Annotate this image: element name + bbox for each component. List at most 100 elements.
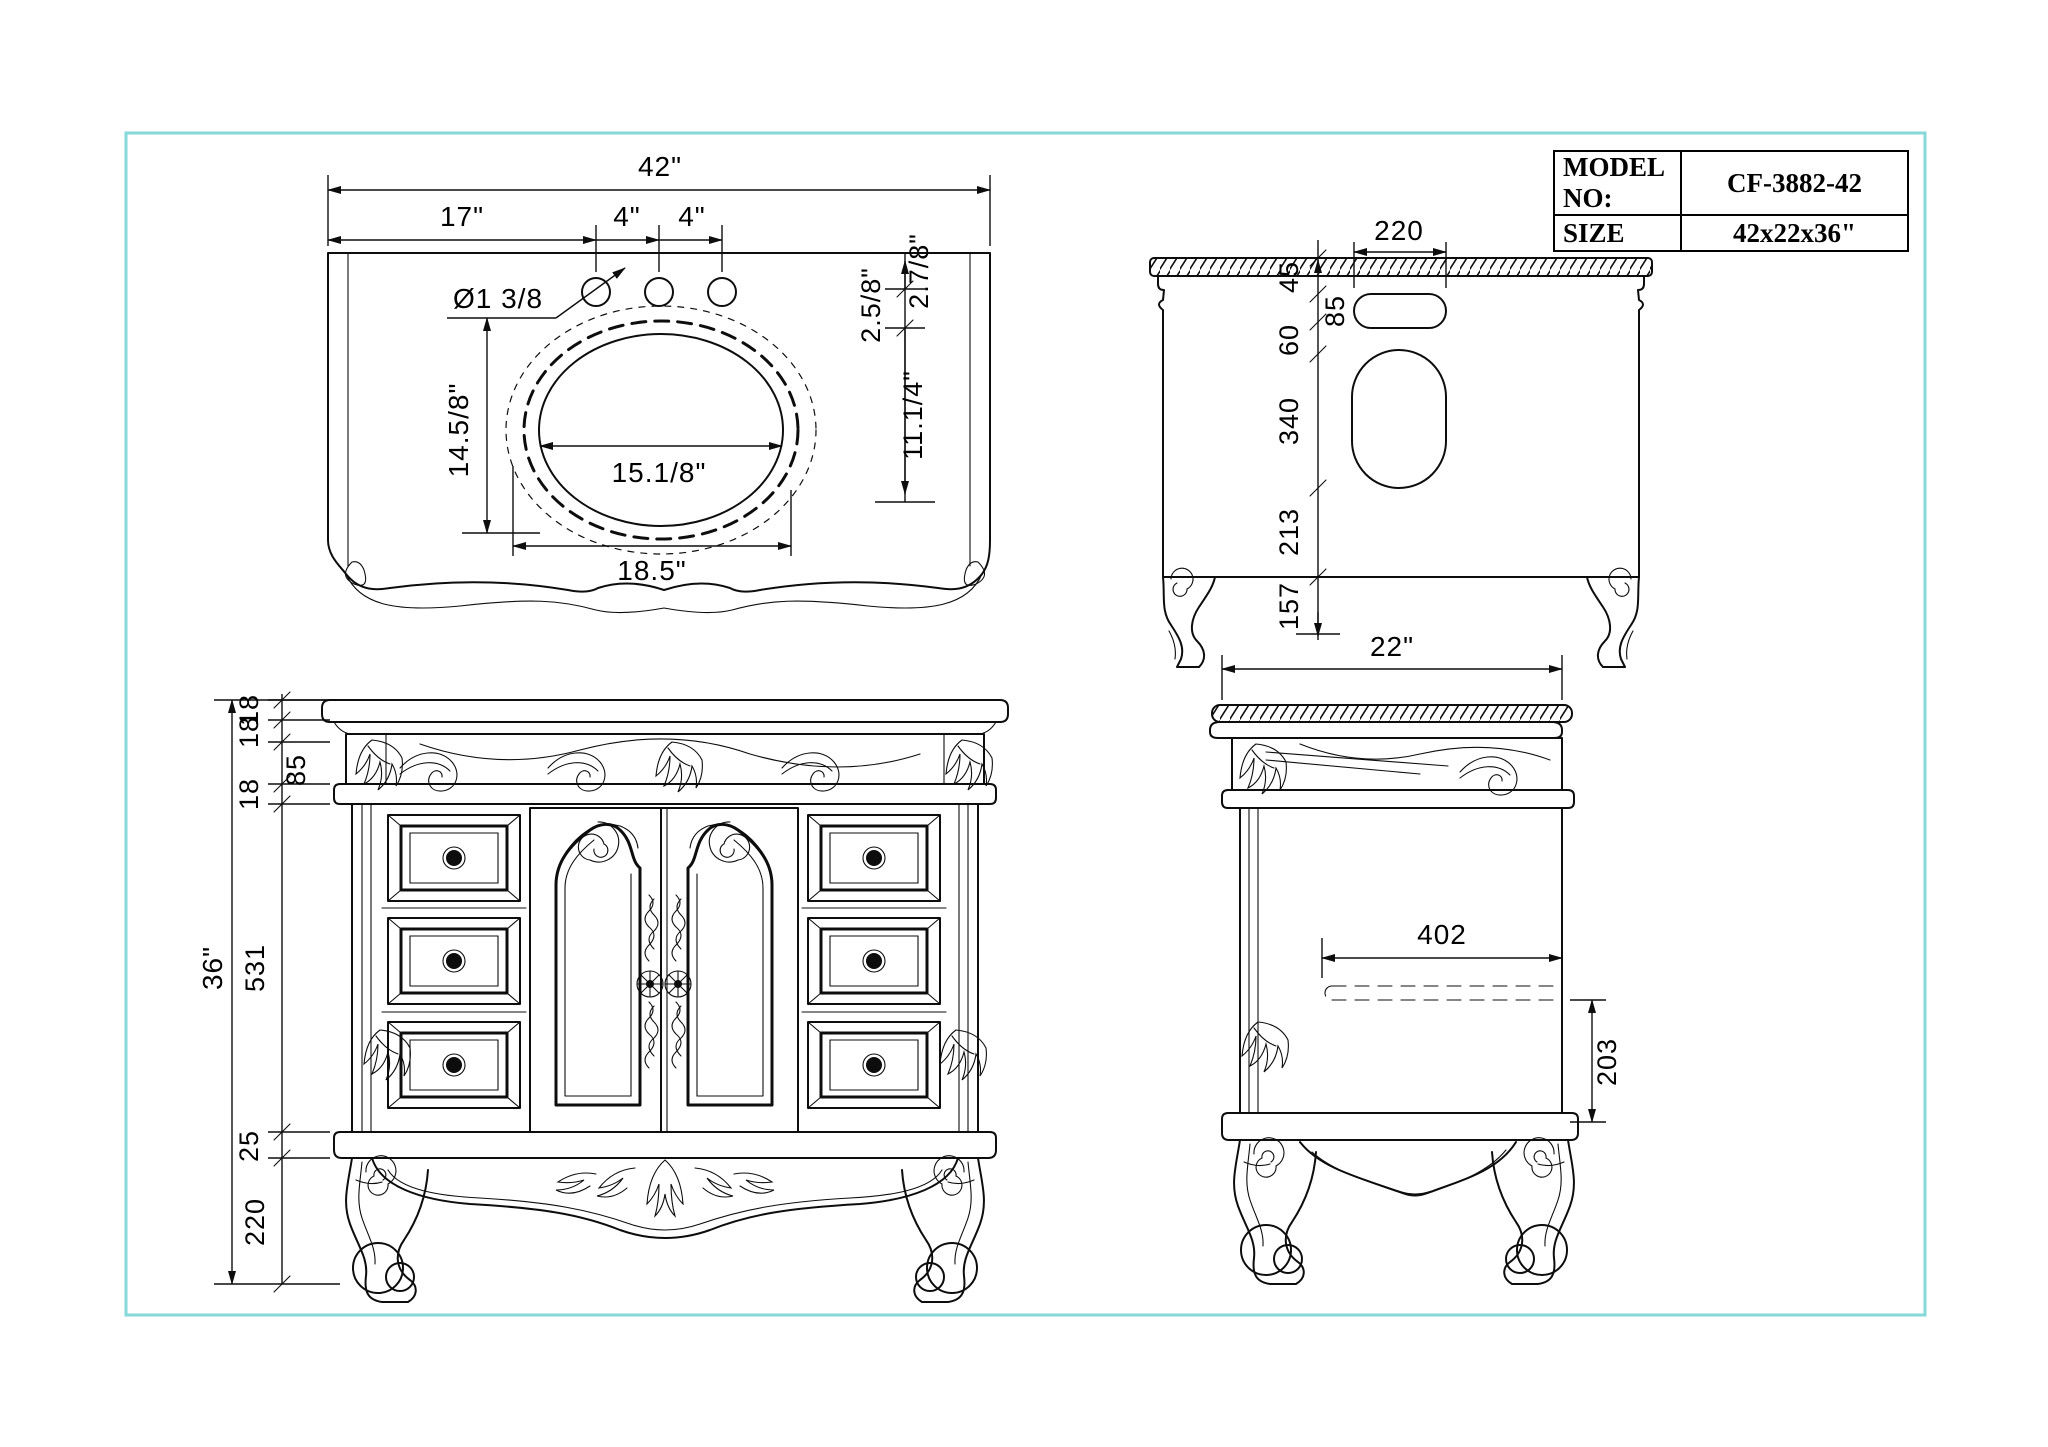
plan-right-chain: 2.7/8" 2.5/8" 11.1/4" bbox=[856, 233, 968, 502]
svg-text:85: 85 bbox=[281, 754, 311, 786]
dim-hole-diameter: Ø1 3/8 bbox=[453, 283, 543, 314]
frieze-corner-leaf-left bbox=[355, 739, 403, 791]
svg-text:42": 42" bbox=[638, 151, 682, 182]
cornice-ogee bbox=[334, 722, 996, 734]
plumbing-cutout bbox=[1352, 350, 1446, 488]
base-strip bbox=[334, 1132, 996, 1158]
side-base-strip bbox=[1222, 1113, 1578, 1140]
svg-text:36": 36" bbox=[197, 946, 228, 990]
countertop-front-edge bbox=[346, 574, 982, 613]
frieze-corner-leaf-right bbox=[945, 739, 993, 791]
side-view: 22" 402 203 bbox=[1210, 631, 1622, 1285]
back-view: 220 45 85 60 340 213 157 bbox=[1150, 215, 1652, 668]
door-filigree-right bbox=[671, 894, 686, 962]
door-rosette-left bbox=[636, 970, 664, 998]
svg-text:402: 402 bbox=[1417, 919, 1467, 950]
corner-acanthus-right bbox=[939, 1029, 987, 1081]
size-value: 42x22x36" bbox=[1680, 214, 1907, 250]
sink-cutout-dashed bbox=[506, 306, 816, 554]
drawer-right-2 bbox=[806, 916, 942, 1006]
dim-14-5-8: 14.5/8" bbox=[443, 317, 540, 534]
svg-text:17": 17" bbox=[440, 201, 484, 232]
dim-18-5: 18.5" bbox=[512, 466, 792, 586]
model-no-value: CF-3882-42 bbox=[1680, 152, 1907, 214]
side-leg-front bbox=[1233, 1136, 1317, 1285]
svg-text:340: 340 bbox=[1274, 397, 1304, 445]
svg-text:45: 45 bbox=[1274, 261, 1304, 293]
dim-17-4-4: 17" 4" 4" bbox=[327, 201, 723, 272]
svg-text:220: 220 bbox=[240, 1198, 270, 1246]
back-cabinet-outline bbox=[1158, 276, 1644, 577]
counter-section-hatched bbox=[1150, 258, 1652, 276]
svg-text:14.5/8": 14.5/8" bbox=[443, 383, 474, 478]
drawer-left-3 bbox=[386, 1020, 522, 1110]
svg-text:11.1/4": 11.1/4" bbox=[898, 370, 928, 460]
svg-text:15.1/8": 15.1/8" bbox=[612, 457, 707, 488]
door-panel-right bbox=[688, 822, 772, 1105]
countertop-plan-view: Ø1 3/8 42" 17" 4" 4" 14.5/8" bbox=[327, 151, 991, 613]
edge-scroll-right bbox=[964, 562, 984, 586]
faucet-hole-3 bbox=[708, 278, 736, 306]
side-apron bbox=[1300, 1142, 1516, 1196]
door-panel-left bbox=[556, 822, 640, 1105]
waist-moulding bbox=[334, 784, 996, 804]
dim-15-1-8: 15.1/8" bbox=[539, 442, 783, 488]
svg-text:2.5/8": 2.5/8" bbox=[856, 267, 886, 343]
svg-text:18: 18 bbox=[234, 694, 264, 726]
sink-bowl bbox=[539, 334, 783, 526]
countertop-outline bbox=[328, 253, 990, 592]
door-rosette-right bbox=[664, 970, 692, 998]
dim-22: 22" bbox=[1221, 631, 1563, 700]
cabinet-doors bbox=[530, 808, 798, 1132]
drawer-left-1 bbox=[386, 813, 522, 903]
dim-42: 42" bbox=[327, 151, 991, 246]
dim-203: 203 bbox=[1570, 999, 1622, 1123]
front-left-chain: 18 18 85 18 531 25 220 bbox=[234, 692, 330, 1292]
counter-edge bbox=[322, 700, 1008, 722]
model-no-label: MODEL NO: bbox=[1563, 152, 1664, 213]
sheet-border bbox=[126, 133, 1925, 1315]
svg-text:18: 18 bbox=[234, 716, 264, 748]
svg-text:4": 4" bbox=[678, 201, 706, 232]
svg-text:60: 60 bbox=[1274, 324, 1304, 356]
title-block: MODEL NO: CF-3882-42 SIZE 42x22x36" bbox=[1553, 150, 1909, 252]
faucet-hole-1 bbox=[582, 278, 610, 306]
door-filigree-right-lower bbox=[671, 1001, 686, 1069]
svg-text:220: 220 bbox=[1374, 215, 1424, 246]
hole-diameter-leader: Ø1 3/8 bbox=[447, 267, 626, 318]
back-leg-left bbox=[1162, 567, 1216, 668]
back-leg-right bbox=[1586, 567, 1640, 668]
door-filigree-left bbox=[644, 894, 659, 962]
front-leg-right bbox=[901, 1154, 985, 1303]
door-scroll-left bbox=[578, 822, 618, 862]
svg-text:203: 203 bbox=[1592, 1038, 1622, 1086]
front-view: 36" 18 18 85 18 531 bbox=[197, 692, 1008, 1303]
svg-text:18: 18 bbox=[234, 778, 264, 810]
front-leg-left bbox=[345, 1154, 429, 1303]
slot-cutout bbox=[1354, 294, 1446, 328]
size-label: SIZE bbox=[1555, 214, 1680, 250]
side-waist-moulding bbox=[1222, 790, 1574, 808]
front-apron bbox=[372, 1158, 958, 1238]
back-vertical-chain: 45 85 60 340 213 157 bbox=[1274, 240, 1350, 640]
svg-text:18.5": 18.5" bbox=[617, 555, 686, 586]
drawer-left-2 bbox=[386, 916, 522, 1006]
dim-402: 402 bbox=[1321, 919, 1563, 978]
side-frieze bbox=[1232, 738, 1562, 790]
drawer-glide-dashed bbox=[1325, 986, 1562, 1000]
side-frieze-carving bbox=[1239, 743, 1550, 796]
drawer-right-1 bbox=[806, 813, 942, 903]
side-body bbox=[1240, 808, 1562, 1113]
door-filigree-left-lower bbox=[644, 1001, 659, 1069]
svg-text:213: 213 bbox=[1274, 508, 1304, 556]
faucet-hole-2 bbox=[645, 278, 673, 306]
svg-text:157: 157 bbox=[1274, 582, 1304, 630]
svg-text:22": 22" bbox=[1370, 631, 1414, 662]
svg-text:4": 4" bbox=[613, 201, 641, 232]
apron-crest-carving bbox=[556, 1160, 774, 1216]
svg-text:25: 25 bbox=[234, 1130, 264, 1162]
svg-text:531: 531 bbox=[240, 944, 270, 992]
svg-text:85: 85 bbox=[1320, 295, 1350, 327]
